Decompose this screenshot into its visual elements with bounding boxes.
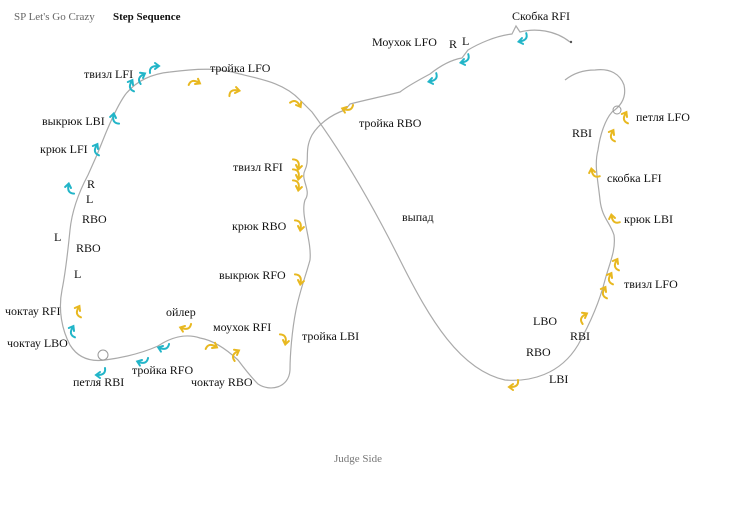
right-foot-arrow-icon bbox=[620, 110, 629, 125]
right-foot-arrow-icon bbox=[608, 212, 621, 224]
label-l: L bbox=[74, 267, 82, 281]
track-path-main bbox=[59, 24, 626, 389]
left-foot-arrow-icon bbox=[126, 78, 135, 93]
left-foot-arrow-icon bbox=[94, 367, 107, 379]
label-rbi: RBI bbox=[572, 126, 593, 140]
end-dot bbox=[569, 40, 573, 44]
label-choktau-rbo: чоктау RBO bbox=[191, 375, 253, 389]
label-kryuk-rbo: крюк RBO bbox=[232, 219, 287, 233]
loop-circle-left bbox=[97, 349, 109, 361]
right-foot-arrow-icon bbox=[73, 304, 82, 319]
left-foot-arrow-icon bbox=[458, 53, 470, 66]
label-vykryuk-lbi: выкрюк LBI bbox=[42, 114, 105, 128]
label-skobka-rfi: Скобка RFI bbox=[512, 9, 570, 23]
left-foot-arrow-icon bbox=[64, 181, 76, 195]
label-lbi: LBI bbox=[549, 372, 569, 386]
label-tvizl-rfi: твизл RFI bbox=[233, 160, 283, 174]
label-troika-lbi: тройка LBI bbox=[302, 329, 360, 343]
right-foot-arrow-icon bbox=[187, 77, 202, 86]
label-vykryuk-rfo: выкрюк RFO bbox=[219, 268, 286, 282]
label-tvizl-lfo: твизл LFO bbox=[624, 277, 678, 291]
right-foot-arrow-icon bbox=[291, 168, 303, 182]
judge-side-label: Judge Side bbox=[334, 453, 382, 465]
label-tvizl-lfi: твизл LFI bbox=[84, 67, 134, 81]
right-foot-arrow-icon bbox=[340, 103, 355, 114]
right-foot-arrow-icon bbox=[228, 86, 242, 98]
label-mohawk-lfo: Моухок LFO bbox=[372, 35, 437, 49]
right-foot-arrow-icon bbox=[293, 219, 305, 233]
left-foot-arrow-icon bbox=[135, 356, 150, 367]
right-foot-arrow-icon bbox=[605, 271, 614, 286]
right-foot-arrow-icon bbox=[291, 179, 303, 193]
label-oiler: ойлер bbox=[166, 305, 196, 319]
label-l: L bbox=[86, 192, 94, 206]
right-foot-arrow-icon bbox=[507, 379, 520, 391]
right-foot-arrow-icon bbox=[588, 166, 601, 178]
label-vypad: выпад bbox=[402, 210, 434, 224]
diagram-title: Step Sequence bbox=[113, 11, 181, 23]
label-r: R bbox=[449, 37, 458, 51]
label-choktau-rfi: чоктау RFI bbox=[5, 304, 61, 318]
label-rbo: RBO bbox=[526, 345, 551, 359]
right-foot-arrow-icon bbox=[231, 348, 241, 362]
label-r: R bbox=[87, 177, 96, 191]
loop-circle-right bbox=[612, 105, 622, 115]
right-foot-arrow-icon bbox=[607, 128, 616, 143]
left-foot-arrow-icon bbox=[516, 32, 528, 45]
label-skobka-lfi: скобка LFI bbox=[607, 171, 662, 185]
right-foot-arrow-icon bbox=[278, 333, 290, 347]
label-kryuk-lbi: крюк LBI bbox=[624, 212, 673, 226]
right-foot-arrow-icon bbox=[611, 257, 620, 272]
left-foot-arrow-icon bbox=[109, 111, 121, 125]
right-foot-arrow-icon bbox=[178, 322, 193, 333]
label-rbo: RBO bbox=[82, 212, 107, 226]
label-kryuk-lfi: крюк LFI bbox=[40, 142, 88, 156]
right-foot-arrow-icon bbox=[289, 99, 303, 109]
label-rbi: RBI bbox=[570, 329, 591, 343]
label-lbo: LBO bbox=[533, 314, 557, 328]
right-foot-arrow-icon bbox=[579, 311, 589, 325]
right-foot-arrow-icon bbox=[293, 273, 305, 287]
label-troika-rbo: тройка RBO bbox=[359, 116, 422, 130]
right-foot-arrow-icon bbox=[291, 158, 303, 172]
label-troika-lfo: тройка LFO bbox=[210, 61, 271, 75]
left-foot-arrow-icon bbox=[91, 142, 100, 157]
left-foot-arrow-icon bbox=[137, 71, 147, 85]
program-name: SP Let's Go Crazy bbox=[14, 11, 95, 23]
left-foot-arrow-icon bbox=[426, 72, 438, 85]
label-l: L bbox=[462, 34, 470, 48]
left-foot-arrow-icon bbox=[156, 342, 171, 353]
label-rbo: RBO bbox=[76, 241, 101, 255]
label-mohawk-rfi: моухок RFI bbox=[213, 320, 272, 334]
left-foot-arrow-icon bbox=[148, 62, 161, 74]
right-foot-arrow-icon bbox=[599, 285, 608, 300]
left-foot-arrow-icon bbox=[67, 324, 76, 339]
label-petlya-lfo: петля LFO bbox=[636, 110, 690, 124]
label-petlya-rbi: петля RBI bbox=[73, 375, 125, 389]
label-troika-rfo: тройка RFO bbox=[132, 363, 194, 377]
label-choktau-lbo: чоктау LBO bbox=[7, 336, 68, 350]
label-l: L bbox=[54, 230, 62, 244]
right-foot-arrow-icon bbox=[204, 341, 219, 350]
